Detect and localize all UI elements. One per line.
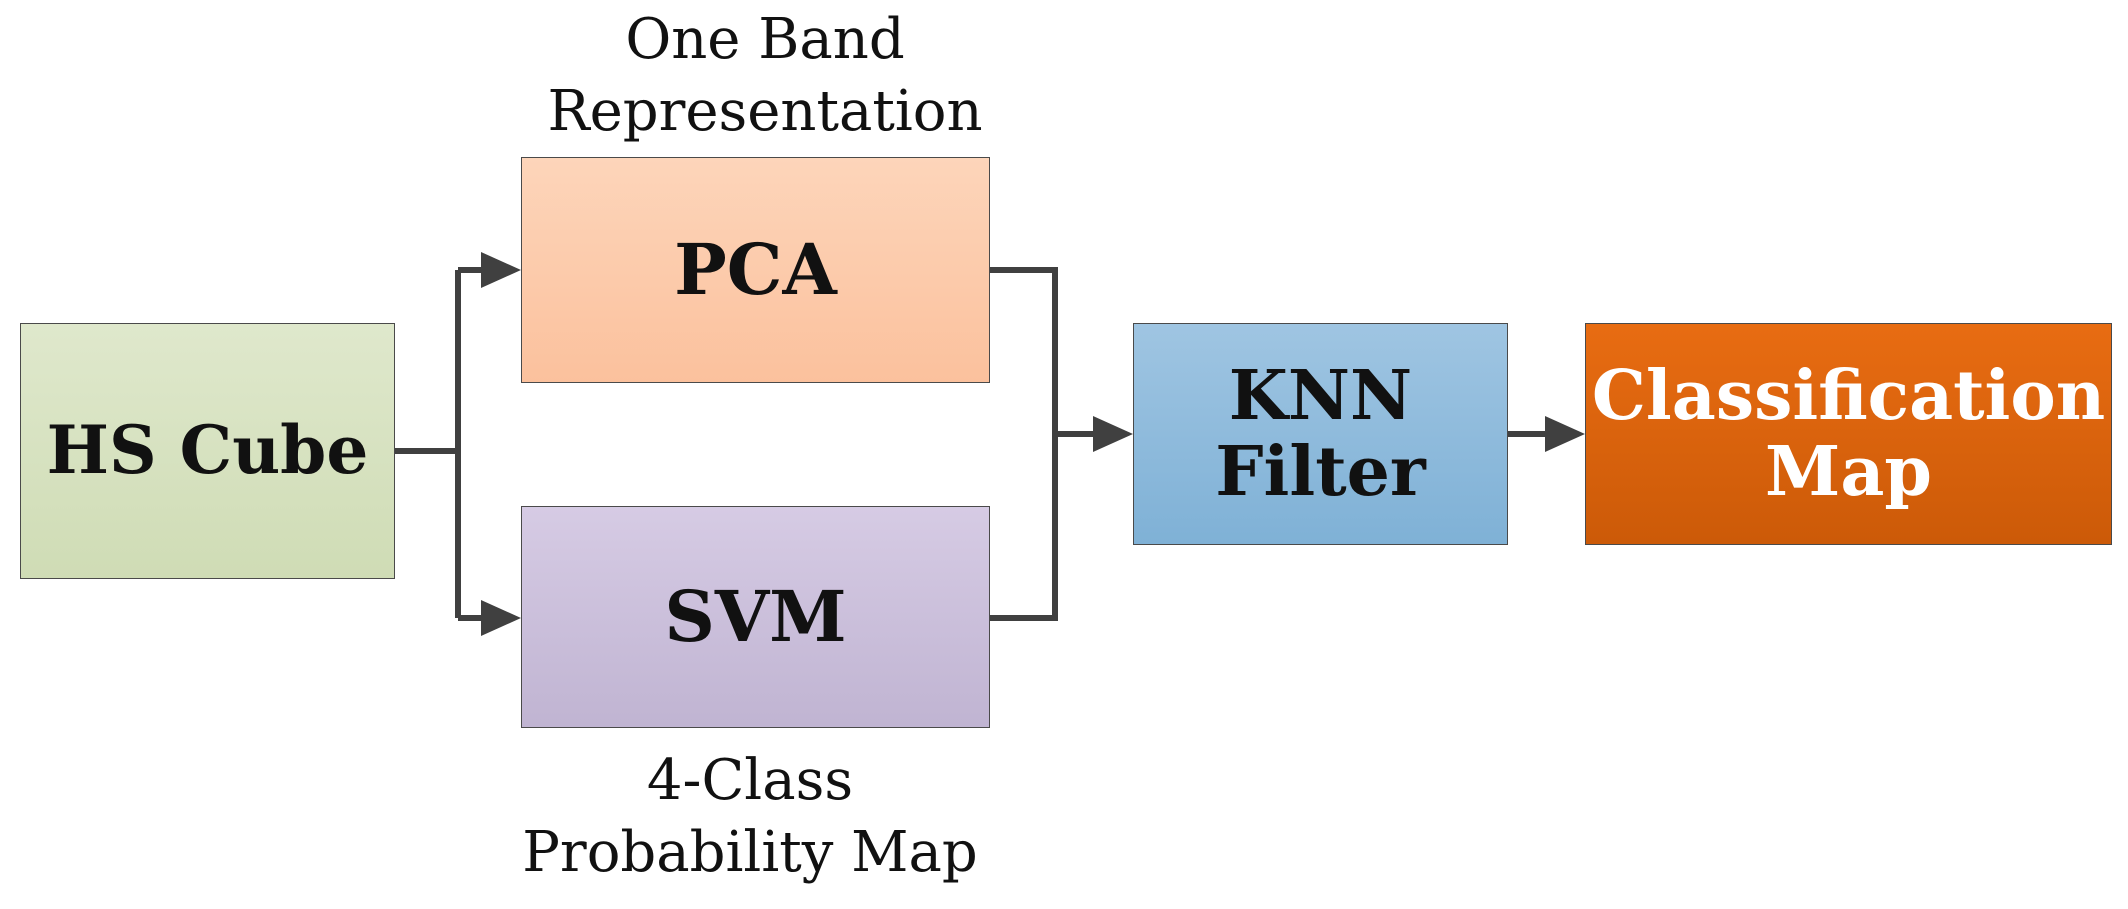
arrowhead-knn — [1093, 416, 1133, 452]
pca-caption: One Band Representation — [520, 4, 1010, 147]
knn-filter-box: KNN Filter — [1133, 323, 1508, 545]
knn-label-line1: KNN — [1228, 355, 1413, 436]
svm-caption-line1: 4-Class — [646, 748, 854, 813]
hs-cube-box: HS Cube — [20, 323, 395, 579]
classification-map-box: Classification Map — [1585, 323, 2112, 545]
svm-caption: 4-Class Probability Map — [500, 745, 1000, 888]
classification-map-label-line2: Map — [1765, 432, 1932, 512]
pca-box: PCA — [521, 157, 990, 383]
arrowhead-pca — [481, 252, 521, 288]
pca-caption-line2: Representation — [547, 78, 983, 144]
pca-caption-line1: One Band — [625, 7, 905, 72]
arrowhead-map — [1545, 416, 1585, 452]
pca-label: PCA — [674, 227, 837, 311]
svm-caption-line2: Probability Map — [522, 819, 978, 885]
arrowhead-svm — [481, 600, 521, 636]
svm-label: SVM — [664, 574, 847, 658]
hs-cube-label: HS Cube — [46, 411, 369, 490]
connector-pca-out — [990, 267, 1058, 621]
knn-label-line2: Filter — [1215, 432, 1426, 512]
svm-box: SVM — [521, 506, 990, 728]
classification-map-label-line1: Classification — [1591, 355, 2106, 436]
